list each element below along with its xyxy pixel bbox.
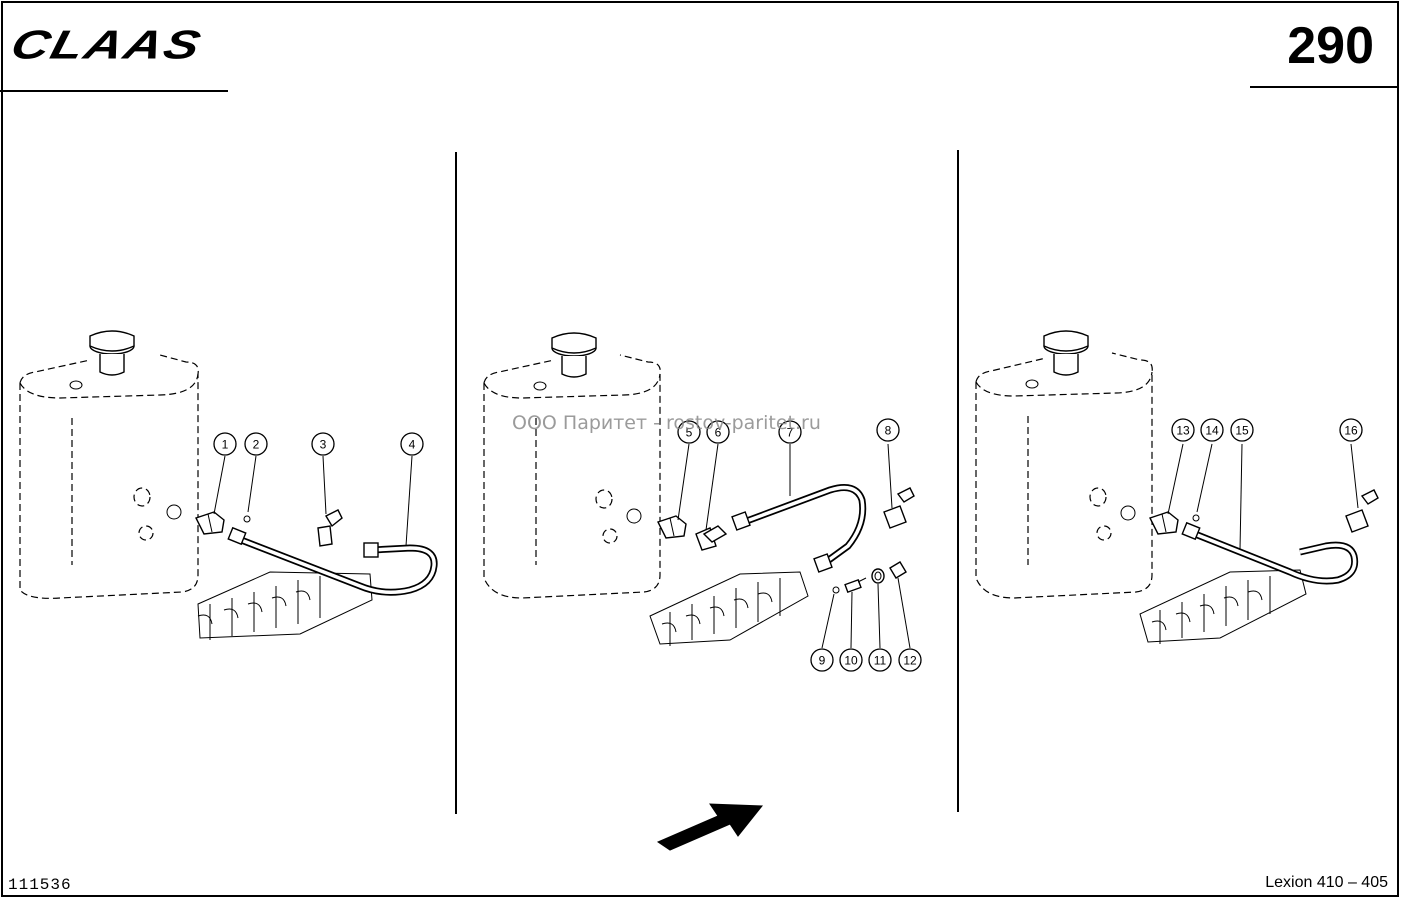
valve-block-1: [197, 571, 373, 640]
callout-16: 16: [1339, 418, 1363, 442]
callout-label: 15: [1235, 424, 1249, 438]
callout-circle: [868, 648, 892, 672]
callout-circle: [898, 648, 922, 672]
panel-3-leaders: [1167, 443, 1359, 551]
callout-12: 12: [898, 648, 922, 672]
valve-block-3: [1139, 569, 1307, 644]
callout-label: 14: [1205, 424, 1219, 438]
panel-1-illustration: [19, 330, 438, 640]
callout-circle: [1339, 418, 1363, 442]
callout-circle: [810, 648, 834, 672]
callout-circle: [1171, 418, 1195, 442]
nut-11: [871, 568, 885, 584]
o-ring-2: [243, 515, 251, 523]
fitting-13: [1149, 511, 1179, 535]
callout-label: 2: [253, 438, 260, 452]
callout-circle: [1230, 418, 1254, 442]
callout-circle: [213, 432, 237, 456]
model-label: Lexion 410 – 405: [1265, 874, 1388, 891]
o-ring-9: [832, 586, 840, 594]
callout-circle: [400, 432, 424, 456]
panel-2-illustration: [483, 332, 915, 646]
panel-1-leaders: [213, 455, 413, 547]
elbow-fitting-3: [317, 509, 343, 547]
cap-12: [889, 561, 907, 579]
callout-label: 4: [409, 438, 416, 452]
callout-2: 2: [244, 432, 268, 456]
hose-4: [227, 526, 438, 596]
callout-7: 7: [778, 420, 802, 444]
callout-9: 9: [810, 648, 834, 672]
callout-circle: [244, 432, 268, 456]
document-id: 111536: [8, 876, 72, 894]
adapter-8: [883, 487, 915, 529]
callout-11: 11: [868, 648, 892, 672]
callout-circle: [778, 420, 802, 444]
callout-label: 1: [222, 438, 229, 452]
adapter-16: [1345, 489, 1379, 533]
callout-label: 6: [715, 426, 722, 440]
callout-circle: [706, 420, 730, 444]
callout-label: 3: [320, 438, 327, 452]
callout-label: 9: [819, 654, 826, 668]
direction-arrow-icon: [656, 803, 764, 851]
callout-1: 1: [213, 432, 237, 456]
panel-2-leaders: [677, 443, 911, 649]
callout-15: 15: [1230, 418, 1254, 442]
callout-4: 4: [400, 432, 424, 456]
callout-circle: [1200, 418, 1224, 442]
callout-label: 12: [903, 654, 917, 668]
tank-3: [975, 330, 1153, 599]
panel-2-callouts: 5 6 7 8 9 10 11 12: [677, 418, 922, 672]
tank-2: [483, 332, 661, 599]
o-ring-14: [1192, 514, 1200, 522]
pipe-7: [731, 484, 867, 573]
fitting-1: [195, 511, 225, 535]
callout-label: 16: [1344, 424, 1358, 438]
callout-label: 7: [787, 426, 794, 440]
panel-3-callouts: 13 14 15 16: [1171, 418, 1363, 442]
callout-label: 10: [844, 654, 858, 668]
callout-circle: [839, 648, 863, 672]
callout-3: 3: [311, 432, 335, 456]
callout-label: 13: [1176, 424, 1190, 438]
callout-circle: [677, 420, 701, 444]
elbow-6: [695, 525, 728, 551]
valve-block-2: [649, 571, 809, 646]
panel-3-illustration: [975, 330, 1379, 644]
header-rule-right: [1250, 86, 1398, 88]
callout-13: 13: [1171, 418, 1195, 442]
callout-5: 5: [677, 420, 701, 444]
callout-circle: [311, 432, 335, 456]
callout-8: 8: [876, 418, 900, 442]
callout-label: 11: [874, 654, 887, 668]
callout-6: 6: [706, 420, 730, 444]
panel-1-callouts: 1 2 3 4: [213, 432, 424, 456]
callout-label: 8: [885, 424, 892, 438]
bolt-10: [844, 577, 867, 594]
callout-circle: [876, 418, 900, 442]
tank-1: [19, 330, 199, 599]
fitting-5: [657, 515, 687, 539]
page-number: 290: [1287, 17, 1374, 75]
callout-14: 14: [1200, 418, 1224, 442]
header-rule-left: [0, 90, 228, 92]
callout-label: 5: [686, 426, 693, 440]
callout-10: 10: [839, 648, 863, 672]
hose-15: [1181, 521, 1359, 585]
watermark-text: ООО Паритет - rostov-paritet.ru: [512, 412, 821, 434]
